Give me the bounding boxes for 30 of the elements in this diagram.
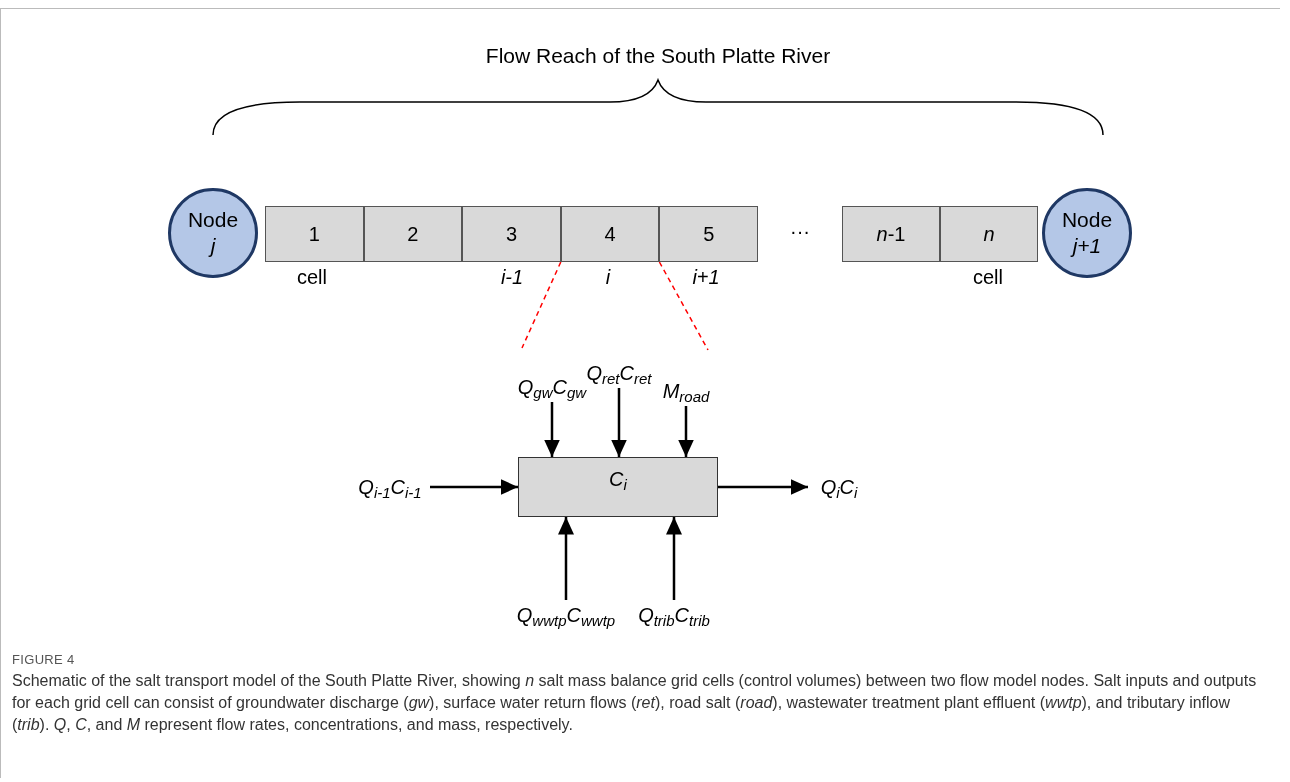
arrow xyxy=(678,406,694,457)
flux-term: Q$_{trib}$C$_{trib}$ xyxy=(626,600,722,630)
grid-cell: 4 xyxy=(560,206,660,262)
arrow xyxy=(718,479,808,495)
arrow xyxy=(430,479,518,495)
grid-cell: n-1 xyxy=(842,206,940,262)
flux-term: Q$_{i}$C$_{i}$ xyxy=(808,472,870,502)
caption: Schematic of the salt transport model of the South Platte River, showing n salt mass balance grid cells (control volumes) between two flow model nodes. Salt inputs and outputs for each grid cell can consist of groundwater discharge (gw), surface water return flows (ret), road salt (road), wastewater treatment plant effluent (wwtp), and tributary inflow (trib). Q, C, and M represent flow rates, concentrations, and mass, respectively. xyxy=(12,671,1258,735)
index-label: i+1 xyxy=(692,265,720,290)
diagram-title: Flow Reach of the South Platte River xyxy=(485,43,831,69)
cell-label: cell xyxy=(297,265,327,290)
figure-number: FIGURE 4 xyxy=(12,651,75,669)
ellipsis: ··· xyxy=(790,219,810,244)
arrow xyxy=(611,388,627,457)
control-volume-box: C$_{i}$ xyxy=(518,457,718,517)
flux-term: Q$_{wwtp}$C$_{wwtp}$ xyxy=(512,600,620,630)
grid-cell: 1 xyxy=(265,206,364,262)
grid-cell: 5 xyxy=(659,206,758,262)
grid-cell: n xyxy=(940,206,1038,262)
flux-term: Q$_{i-1}$C$_{i-1}$ xyxy=(350,472,430,502)
arrow xyxy=(544,402,560,457)
index-label: i-1 xyxy=(500,265,524,290)
cell-label: cell xyxy=(973,265,1003,290)
arrow xyxy=(558,517,574,600)
arrow xyxy=(666,517,682,600)
zoom-guide-line xyxy=(521,261,562,349)
index-label: i xyxy=(605,265,611,290)
zoom-guide-line xyxy=(658,261,709,351)
grid-cell: 2 xyxy=(363,206,463,262)
grid-cell: 3 xyxy=(462,206,561,262)
